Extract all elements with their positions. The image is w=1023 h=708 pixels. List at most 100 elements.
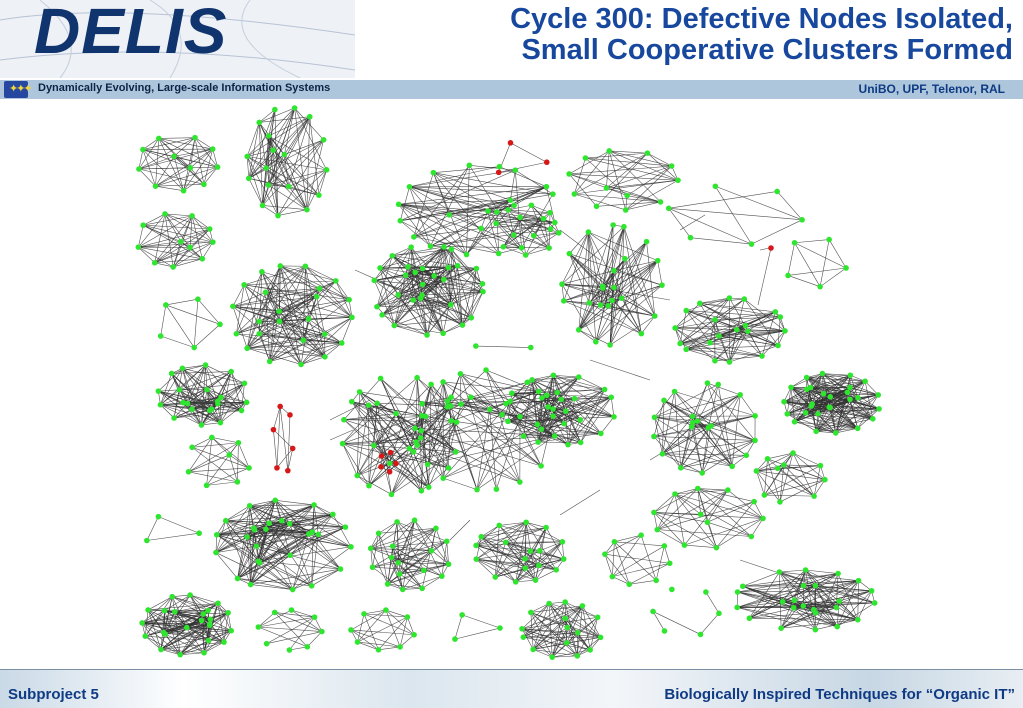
network-edge bbox=[451, 249, 463, 326]
network-edge bbox=[142, 149, 175, 157]
cooperative-node bbox=[277, 263, 284, 269]
network-edge bbox=[318, 514, 334, 535]
network-edge bbox=[376, 403, 417, 443]
network-edge bbox=[537, 406, 549, 425]
cooperative-node bbox=[875, 392, 882, 398]
network-edge bbox=[305, 266, 350, 300]
network-edge bbox=[747, 311, 776, 332]
cooperative-node bbox=[221, 639, 227, 645]
network-edge bbox=[163, 620, 202, 633]
network-edge bbox=[417, 416, 521, 446]
network-edge bbox=[216, 534, 257, 547]
cooperative-node bbox=[397, 644, 403, 650]
network-edge bbox=[668, 208, 803, 221]
cooperative-node bbox=[319, 628, 325, 635]
network-edge bbox=[608, 150, 626, 211]
network-edge bbox=[537, 398, 575, 425]
cooperative-node bbox=[791, 418, 798, 425]
network-edge bbox=[552, 649, 591, 658]
network-edge bbox=[398, 520, 415, 563]
network-edge bbox=[612, 545, 665, 577]
network-edge bbox=[718, 316, 781, 337]
cooperative-node bbox=[827, 394, 834, 400]
network-edge bbox=[154, 228, 210, 264]
network-edge bbox=[829, 397, 858, 408]
cooperative-node bbox=[505, 207, 511, 213]
cooperative-node bbox=[448, 418, 455, 424]
network-edge bbox=[767, 452, 794, 460]
defective-node bbox=[386, 468, 393, 475]
network-edge bbox=[202, 241, 214, 259]
cooperative-node bbox=[543, 524, 549, 531]
cooperative-node bbox=[275, 212, 281, 219]
network-edge bbox=[822, 373, 851, 376]
network-edge bbox=[324, 342, 342, 358]
network-edge bbox=[857, 381, 866, 398]
network-edge bbox=[158, 138, 191, 169]
network-edge bbox=[350, 629, 415, 636]
network-edge bbox=[449, 519, 471, 541]
network-edge bbox=[729, 331, 749, 363]
network-edge bbox=[142, 138, 159, 150]
cooperative-node bbox=[180, 187, 187, 194]
network-edge bbox=[173, 156, 191, 169]
cooperative-node bbox=[737, 392, 743, 398]
network-edge bbox=[392, 520, 415, 547]
defective-node bbox=[543, 159, 550, 166]
network-edge bbox=[203, 641, 225, 654]
network-edge bbox=[564, 602, 578, 656]
cooperative-node bbox=[337, 566, 344, 572]
network-edge bbox=[686, 345, 779, 350]
network-edge bbox=[373, 384, 432, 446]
network-edge bbox=[836, 601, 840, 627]
cooperative-node bbox=[473, 265, 480, 272]
cooperative-node bbox=[135, 244, 142, 250]
cooperative-node bbox=[339, 440, 346, 447]
network-edge bbox=[606, 187, 661, 203]
network-edge bbox=[612, 535, 642, 577]
network-edge bbox=[228, 454, 238, 482]
network-edge bbox=[415, 272, 444, 280]
cooperative-node bbox=[383, 607, 389, 613]
cooperative-node bbox=[522, 252, 529, 258]
network-edge bbox=[835, 428, 858, 434]
network-edge bbox=[291, 609, 323, 632]
network-edge bbox=[481, 536, 516, 583]
network-edge bbox=[653, 512, 685, 546]
cooperative-node bbox=[820, 390, 827, 397]
network-edge bbox=[565, 411, 569, 445]
network-edge bbox=[417, 414, 503, 446]
network-edge bbox=[190, 594, 219, 604]
cooperative-node bbox=[391, 322, 398, 329]
network-edge bbox=[379, 255, 393, 269]
network-edge bbox=[414, 406, 448, 429]
cooperative-node bbox=[473, 556, 480, 562]
network-edge bbox=[449, 205, 515, 216]
network-edge bbox=[332, 514, 352, 547]
network-edge bbox=[391, 451, 456, 495]
cooperative-node bbox=[422, 413, 429, 420]
cooperative-node bbox=[551, 433, 558, 439]
network-edge bbox=[680, 425, 712, 468]
network-edge bbox=[674, 391, 682, 468]
network-edge bbox=[422, 401, 511, 404]
network-edge bbox=[412, 275, 435, 301]
network-edge bbox=[657, 260, 663, 286]
network-edge bbox=[305, 266, 309, 319]
network-edge bbox=[565, 389, 605, 412]
network-edge bbox=[311, 568, 341, 587]
network-edge bbox=[779, 464, 785, 502]
network-edge bbox=[188, 454, 230, 473]
network-edge bbox=[287, 414, 291, 471]
network-edge bbox=[164, 213, 182, 242]
network-edge bbox=[211, 437, 230, 456]
network-edge bbox=[749, 612, 816, 619]
network-edge bbox=[654, 417, 682, 468]
cooperative-node bbox=[184, 400, 191, 407]
cooperative-node bbox=[189, 213, 195, 219]
network-edge bbox=[624, 258, 656, 317]
cooperative-node bbox=[369, 564, 376, 571]
network-edge bbox=[287, 448, 293, 471]
network-edge bbox=[692, 422, 756, 441]
network-edge bbox=[268, 169, 327, 186]
